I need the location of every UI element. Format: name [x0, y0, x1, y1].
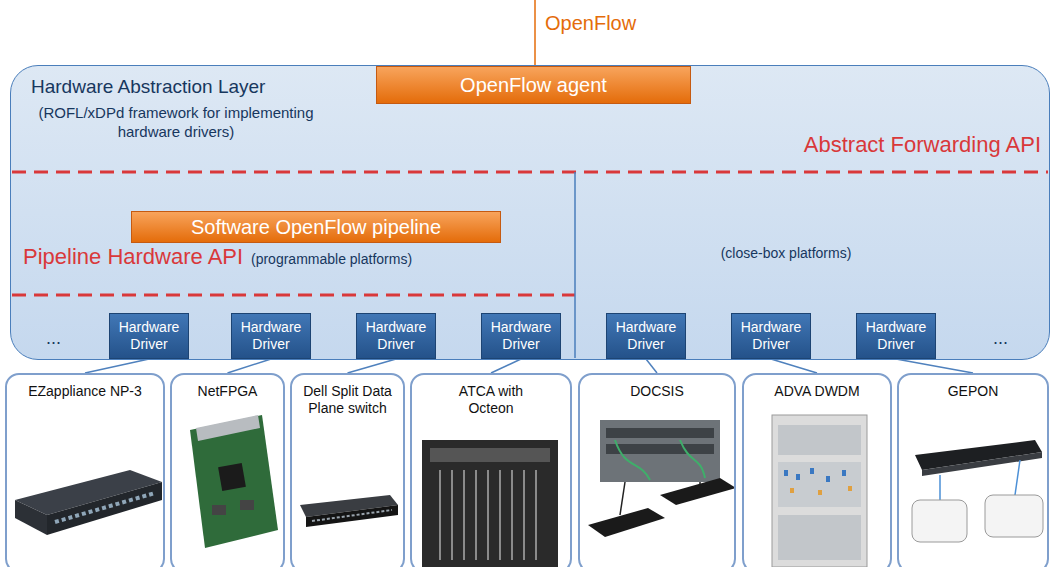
abstraction-layer-panel: Hardware Abstraction Layer (ROFL/xDPd fra…	[10, 65, 1050, 360]
driver-box: Hardware Driver	[606, 313, 686, 359]
board-ports	[196, 415, 260, 441]
chassis-top	[430, 448, 550, 462]
driver-box: Hardware Driver	[231, 313, 311, 359]
node-text: EZappliance NP-3	[28, 383, 142, 400]
api-label: Abstract Forwarding API	[804, 132, 1041, 158]
platform-divider	[574, 172, 576, 358]
api-dashed-line	[12, 293, 575, 296]
cable	[680, 440, 705, 478]
driver-link	[491, 359, 521, 373]
node-text: NetFPGA	[198, 383, 258, 400]
node-text: ATCA with Octeon	[436, 383, 546, 417]
driver-box: Hardware Driver	[481, 313, 561, 359]
chassis-slots	[440, 470, 536, 560]
switch-ports	[312, 510, 392, 521]
cmts-card	[606, 444, 714, 454]
node-text: ADVA DWDM	[774, 383, 859, 400]
openflow-wire	[534, 0, 536, 65]
driver-link	[771, 359, 817, 373]
atca-chassis	[422, 440, 558, 567]
cable	[620, 482, 625, 515]
device-ports	[55, 493, 155, 522]
device-front	[47, 482, 162, 535]
driver-link	[348, 359, 397, 373]
node-text: Hardware Driver	[236, 319, 306, 353]
device-box: NetFPGA	[170, 373, 285, 567]
device-box: Dell Split Data Plane switch	[290, 373, 405, 567]
note-label: ...	[46, 328, 61, 349]
card-leds	[790, 486, 852, 495]
olt-front	[922, 452, 1042, 476]
agent-box: OpenFlow agent	[376, 66, 691, 104]
device-box: GEPON	[897, 373, 1049, 567]
onu	[912, 500, 967, 542]
card-leds	[784, 468, 846, 482]
device-box: DOCSIS	[578, 373, 736, 567]
card-row	[778, 425, 861, 455]
note-label: (programmable platforms)	[251, 251, 412, 267]
node-text: Dell Split Data Plane switch	[298, 383, 398, 417]
node-text: DOCSIS	[630, 383, 684, 400]
node-subtext: (ROFL/xDPd framework for implementing ha…	[31, 104, 321, 142]
cmts-card	[606, 428, 714, 438]
device-box: EZappliance NP-3	[5, 373, 165, 567]
node-text: Hardware Driver	[114, 319, 184, 353]
board	[190, 415, 278, 548]
interface-label: OpenFlow	[545, 12, 636, 35]
ezappliance-device	[15, 470, 162, 535]
driver-link	[85, 359, 149, 373]
board-chip	[240, 500, 254, 510]
device-box: ADVA DWDM	[742, 373, 892, 567]
node-text: Software OpenFlow pipeline	[191, 216, 441, 239]
onu	[985, 495, 1043, 537]
netfpga-board	[190, 415, 278, 548]
api-dashed-line	[12, 170, 1048, 173]
switch-front	[306, 505, 398, 527]
driver-box: Hardware Driver	[856, 313, 936, 359]
api-label: Pipeline Hardware API	[23, 244, 243, 270]
card-row	[778, 462, 861, 507]
driver-box: Hardware Driver	[109, 313, 189, 359]
node-text: Hardware Driver	[611, 319, 681, 353]
note-label: (close-box platforms)	[711, 245, 861, 261]
docsis-equipment	[588, 420, 736, 537]
dell-switch	[300, 495, 398, 527]
driver-box: Hardware Driver	[356, 313, 436, 359]
cable-modem	[588, 508, 665, 537]
driver-box: Hardware Driver	[731, 313, 811, 359]
fiber	[939, 475, 941, 500]
driver-link	[646, 359, 657, 373]
driver-link	[896, 359, 973, 373]
device-box: ATCA with Octeon	[410, 373, 572, 567]
driver-link	[228, 359, 272, 373]
board-chip	[218, 463, 246, 491]
adva-chassis	[772, 415, 867, 567]
device-side	[15, 500, 47, 535]
node-text: Hardware Driver	[736, 319, 806, 353]
gepon-equipment	[912, 440, 1043, 542]
node-text: Hardware Driver	[361, 319, 431, 353]
cable	[615, 440, 650, 480]
fiber	[1015, 460, 1020, 495]
node-text: Hardware Driver	[861, 319, 931, 353]
board-chip	[212, 505, 226, 515]
note-label: ...	[993, 328, 1008, 349]
node-text: Hardware Driver	[486, 319, 556, 353]
cmts-rack	[600, 420, 720, 482]
card-row	[778, 515, 861, 560]
chassis	[772, 415, 867, 567]
node-text: GEPON	[948, 383, 999, 400]
node-text: OpenFlow agent	[460, 74, 607, 97]
cable-modem	[660, 478, 736, 505]
node-text: Hardware Abstraction Layer	[31, 76, 265, 98]
chassis	[422, 440, 558, 567]
pipeline-box: Software OpenFlow pipeline	[131, 211, 501, 243]
